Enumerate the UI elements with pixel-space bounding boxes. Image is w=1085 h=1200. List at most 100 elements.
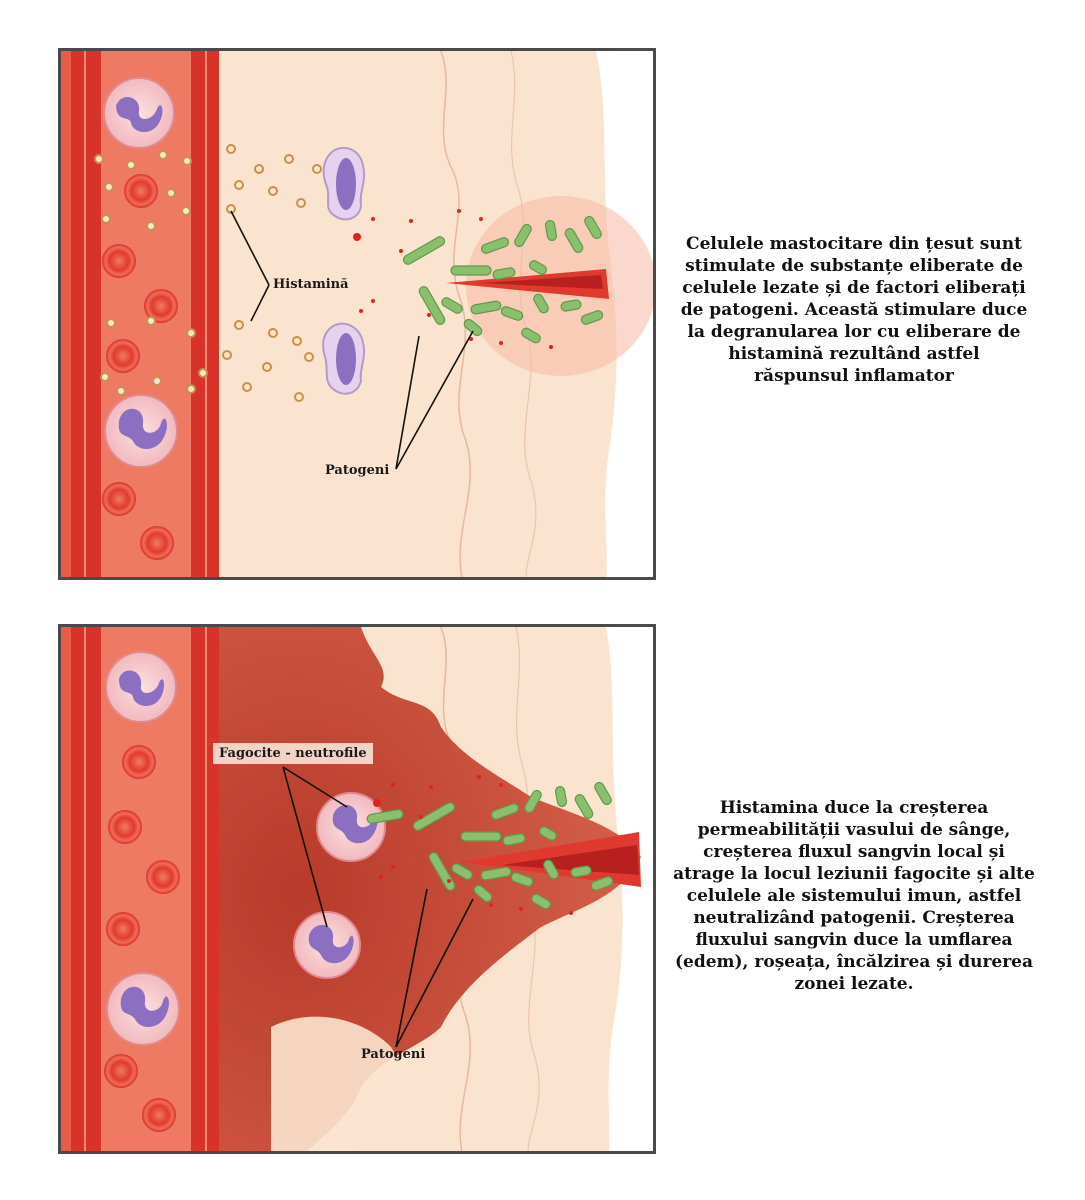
- pathogen: [554, 785, 568, 808]
- pathogen: [574, 794, 594, 819]
- histamine-granule: [126, 160, 136, 170]
- histamine-granule: [186, 384, 196, 394]
- histamine-granule: [146, 316, 156, 326]
- neutrophil: [103, 77, 175, 149]
- histamine-granule: [198, 368, 208, 378]
- red-blood-cell: [122, 745, 156, 779]
- pathogen: [544, 219, 558, 242]
- phagocytes-label: Fagocite - neutrofile: [213, 743, 373, 764]
- bottom-panel: Fagocite - neutrofile Patogeni: [58, 624, 656, 1154]
- caption-line: (edem), roșeața, încălzirea și durerea: [674, 952, 1034, 972]
- histamine-granules: [94, 144, 322, 402]
- histamine-granule: [242, 382, 252, 392]
- caption-line: fluxului sangvin duce la umflarea: [695, 930, 1013, 950]
- phagocyte: [316, 792, 386, 862]
- pathogens: [366, 781, 614, 910]
- neutrophil-nucleus: [120, 986, 169, 1027]
- caption-line: răspunsul inflamator: [754, 366, 954, 386]
- blood-drop: [379, 875, 383, 879]
- pathogen: [480, 866, 512, 881]
- pathogen: [463, 318, 483, 337]
- red-blood-cell: [102, 482, 136, 516]
- caption-line: neutralizând patogenii. Creșterea: [693, 908, 1015, 928]
- blood-drop: [419, 815, 423, 819]
- neutrophil-nucleus: [118, 408, 167, 449]
- blood-drop: [391, 865, 395, 869]
- pathogen: [490, 803, 520, 820]
- histamine-granule: [94, 154, 104, 164]
- histamine-granule: [294, 392, 304, 402]
- pathogen: [470, 300, 502, 315]
- phagocyte: [293, 911, 361, 979]
- histamine-granule: [100, 372, 110, 382]
- pathogen: [594, 781, 612, 806]
- pathogen: [418, 286, 446, 325]
- pathogen: [533, 293, 549, 314]
- blood-drop: [457, 209, 461, 213]
- pathogen: [529, 260, 547, 275]
- blood-drop: [549, 345, 553, 349]
- caption-line: stimulate de substanțe eliberate de: [685, 256, 1023, 276]
- caption-line: la degranularea lor cu eliberare de: [687, 322, 1021, 342]
- pathogen: [480, 237, 510, 254]
- pathogen: [514, 223, 532, 248]
- red-blood-cell: [144, 289, 178, 323]
- pathogen: [521, 327, 541, 344]
- histamine-granule: [262, 362, 272, 372]
- blood-drop: [499, 783, 503, 787]
- caption-line: Histamina duce la creșterea: [719, 798, 989, 818]
- bottom-caption: Histamina duce la creșterea permeabilită…: [664, 797, 1044, 995]
- histamine-label: Histamină: [273, 277, 349, 292]
- red-blood-cell: [146, 860, 180, 894]
- neutrophil: [106, 972, 180, 1046]
- histamine-granule: [268, 328, 278, 338]
- histamine-granule: [226, 144, 236, 154]
- skin-surface: [606, 627, 653, 1151]
- leader-lines: [282, 766, 474, 1048]
- histamine-granule: [181, 206, 191, 216]
- pathogen: [500, 306, 524, 321]
- histamine-granule: [152, 376, 162, 386]
- mast-cell: [322, 146, 366, 221]
- red-blood-cell: [106, 339, 140, 373]
- histamine-granule: [254, 164, 264, 174]
- blood-drop: [371, 217, 375, 221]
- pathogen: [510, 872, 534, 887]
- bottom-illustration: [61, 627, 653, 1151]
- histamine-granule: [166, 188, 176, 198]
- caption-line: permeabilității vasului de sânge,: [697, 820, 1011, 840]
- neutrophil-nucleus: [116, 96, 163, 133]
- red-blood-cell: [106, 912, 140, 946]
- blood-drop: [479, 217, 483, 221]
- blood-drop: [359, 309, 363, 313]
- blood-drop: [429, 785, 433, 789]
- pathogens-label-bottom: Patogeni: [361, 1047, 426, 1062]
- red-blood-cell: [108, 810, 142, 844]
- pathogen: [402, 236, 446, 265]
- histamine-granule: [116, 386, 126, 396]
- pathogen: [451, 863, 473, 880]
- blood-drop: [427, 313, 431, 317]
- histamine-granule: [226, 204, 236, 214]
- pathogens: [402, 215, 604, 344]
- histamine-granule: [284, 154, 294, 164]
- skin-layer-line: [440, 51, 472, 577]
- histamine-granule: [292, 336, 302, 346]
- blood-drop: [409, 219, 413, 223]
- histamine-granule: [296, 198, 306, 208]
- caption-line: celulele ale sistemului imun, astfel: [686, 886, 1022, 906]
- blood-drop: [569, 911, 573, 915]
- caption-line: zonei lezate.: [794, 974, 914, 994]
- pathogen: [492, 267, 516, 280]
- red-blood-cell: [140, 526, 174, 560]
- blood-drop: [371, 299, 375, 303]
- histamine-granule: [186, 328, 196, 338]
- wound-cut-deep: [501, 845, 639, 875]
- pathogen: [543, 859, 559, 880]
- pathogen: [366, 809, 404, 824]
- caption-line: atrage la locul leziunii fagocite și alt…: [673, 864, 1035, 884]
- red-blood-cell: [102, 244, 136, 278]
- blood-drop: [499, 341, 503, 345]
- wound-cut-deep: [481, 275, 603, 289]
- phagocyte-nucleus: [308, 924, 354, 964]
